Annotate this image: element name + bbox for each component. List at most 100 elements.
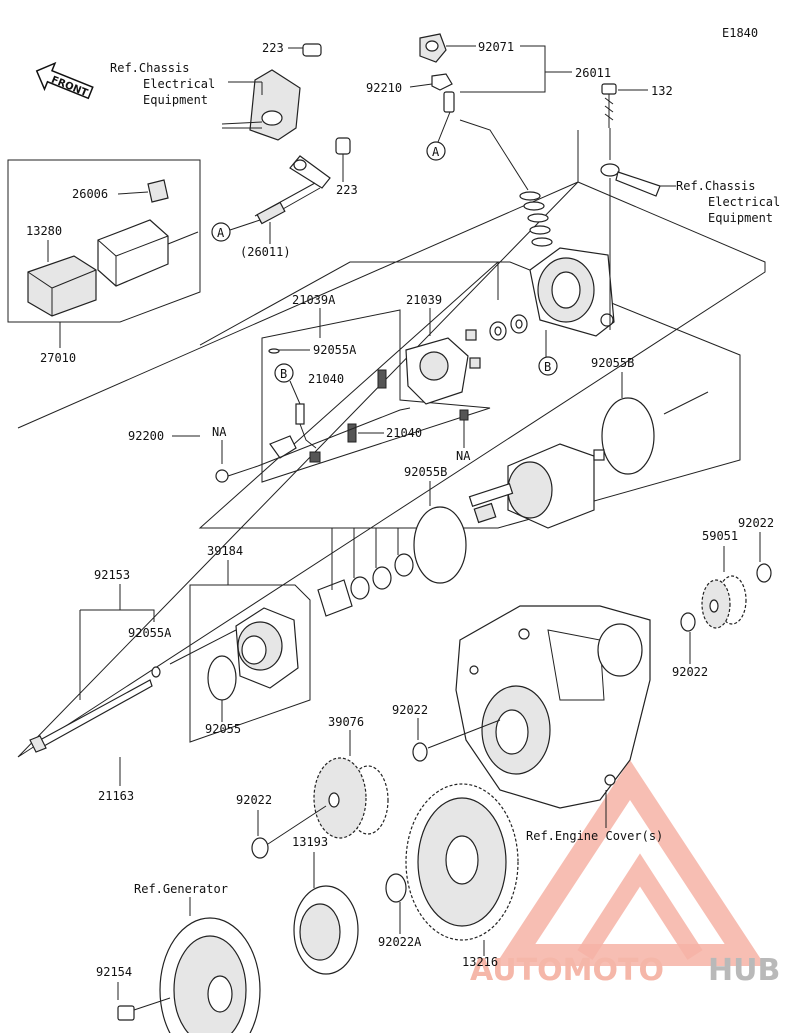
label-92022-right: 92022: [672, 665, 708, 679]
ref-engine-cover: Ref.Engine Cover(s): [526, 829, 663, 843]
oring-92055A-low: [151, 666, 161, 678]
label-26011-cable: (26011): [240, 245, 291, 259]
bolt-223-cable: [335, 137, 351, 182]
bolt-92154: [117, 997, 171, 1021]
label-13216: 13216: [462, 955, 498, 969]
screw-na-right: [459, 409, 469, 421]
terminal-cap-92071: [419, 33, 447, 63]
label-26011: 26011: [575, 66, 611, 80]
label-92210: 92210: [366, 81, 402, 95]
label-26006: 26006: [72, 187, 108, 201]
starter-end-cover: [519, 191, 615, 337]
label-92055B-right: 92055B: [591, 356, 634, 370]
label-39184: 39184: [207, 544, 243, 558]
label-92022-mid: 92022: [392, 703, 428, 717]
ref-generator: Ref.Generator: [134, 882, 228, 896]
label-92153: 92153: [94, 568, 130, 582]
callout-a-cable: A: [211, 219, 261, 242]
svg-text:A: A: [432, 145, 440, 159]
label-132: 132: [651, 84, 673, 98]
brush-terminal: [269, 403, 321, 463]
label-92200: 92200: [128, 429, 164, 443]
ref-chassis-2: Ref.Chassis Electrical Equipment: [660, 179, 780, 225]
label-21039A: 21039A: [292, 293, 336, 307]
svg-text:A: A: [217, 226, 225, 240]
label-92022-left: 92022: [236, 793, 272, 807]
svg-text:Ref.Chassis: Ref.Chassis: [676, 179, 755, 193]
screw-na-left: [215, 465, 259, 483]
bolt-223-top: [288, 43, 322, 57]
label-39076: 39076: [328, 715, 364, 729]
label-92154: 92154: [96, 965, 132, 979]
label-21163: 21163: [98, 789, 134, 803]
washer-92022-left: [251, 837, 269, 859]
ref-chassis-1: Ref.Chassis Electrical Equipment: [110, 61, 263, 107]
watermark-hub: HUB: [708, 953, 780, 988]
svg-text:B: B: [280, 367, 287, 381]
label-92022A: 92022A: [378, 935, 422, 949]
spring-21040-a: [377, 369, 387, 389]
generator-rotor: [159, 917, 261, 1033]
washer-92022-right: [680, 612, 696, 632]
label-21039: 21039: [406, 293, 442, 307]
oring-92055B-mid: [413, 506, 467, 584]
automotohub-logo: AUTOMOTO HUB: [470, 759, 780, 988]
chassis-bracket: [221, 69, 301, 141]
shim-stack: [317, 528, 414, 617]
oring-92055B-right: [601, 397, 655, 475]
label-92055B-mid: 92055B: [404, 465, 447, 479]
starter-cable: [254, 155, 331, 225]
label-223-top: 223: [262, 41, 284, 55]
svg-text:Electrical: Electrical: [708, 195, 780, 209]
nut-92210: [431, 73, 453, 91]
svg-text:Electrical: Electrical: [143, 77, 215, 91]
idler-gear-59051: [701, 575, 747, 629]
reduction-gear-39076: [313, 757, 389, 839]
spring-21040-b: [347, 423, 357, 443]
label-59051: 59051: [702, 529, 738, 543]
svg-text:Ref.Chassis: Ref.Chassis: [110, 61, 189, 75]
ring-terminal: [600, 163, 661, 197]
starter-armature: [468, 443, 605, 529]
label-na-right: NA: [456, 449, 471, 463]
brush-plate-21039: [405, 329, 481, 405]
washer-92022A: [385, 873, 407, 903]
end-plate-39184: [235, 607, 299, 689]
svg-text:B: B: [544, 360, 551, 374]
callout-b-right: B: [538, 330, 558, 376]
starter-relay: [97, 219, 199, 287]
clip-26006: [147, 179, 169, 203]
diagram-code: E1840: [722, 26, 758, 40]
label-13193: 13193: [292, 835, 328, 849]
washer-92022-mid: [412, 742, 428, 762]
label-92055A-low: 92055A: [128, 626, 172, 640]
front-arrow-icon: FRONT: [35, 61, 94, 100]
starter-driven-gear-13216: [405, 783, 519, 941]
washer-92022-right-top: [756, 563, 772, 583]
svg-text:Equipment: Equipment: [143, 93, 208, 107]
label-27010: 27010: [40, 351, 76, 365]
label-92055: 92055: [205, 722, 241, 736]
assembly-frames: [7, 130, 766, 758]
svg-text:Equipment: Equipment: [708, 211, 773, 225]
bolt-132: [601, 83, 617, 128]
terminal-post: [443, 91, 455, 113]
callout-a-top: A: [426, 111, 451, 161]
watermark-auto: AUTOMOTO: [470, 953, 664, 988]
relay-cover-13280: [27, 255, 97, 317]
washers-top: [489, 314, 528, 341]
label-13280: 13280: [26, 224, 62, 238]
label-na-left: NA: [212, 425, 227, 439]
label-92055A-top: 92055A: [313, 343, 357, 357]
label-21040-b: 21040: [386, 426, 422, 440]
through-bolt: [29, 679, 153, 753]
engine-cover: [455, 605, 651, 809]
starter-clutch-13193: [293, 885, 359, 975]
oring-92055: [207, 655, 237, 701]
label-21040-a: 21040: [308, 372, 344, 386]
label-92022-right-top: 92022: [738, 516, 774, 530]
label-223-cable: 223: [336, 183, 358, 197]
callout-b-brush: B: [274, 363, 301, 405]
label-92071: 92071: [478, 40, 514, 54]
